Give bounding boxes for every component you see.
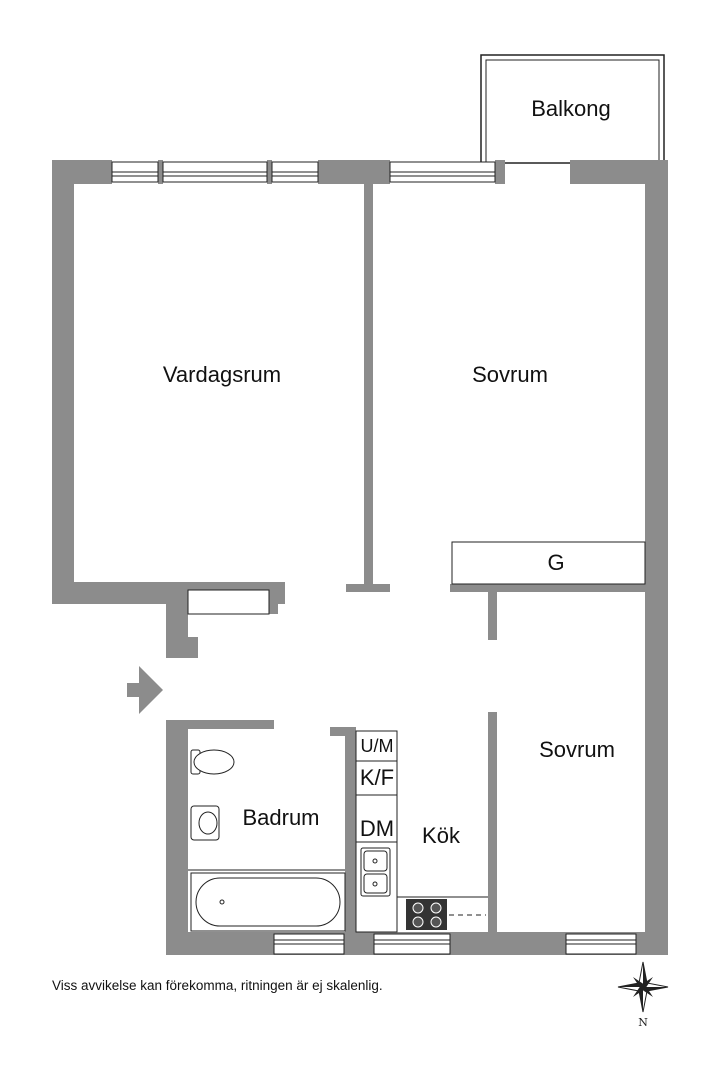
sink-double-icon: [360, 847, 391, 897]
windows: [111, 161, 637, 955]
toilet-icon: [190, 749, 235, 775]
hall-wardrobe: [187, 589, 270, 615]
compass-rose-icon: [617, 961, 669, 1013]
bedroom-2-label: Sovrum: [539, 737, 615, 762]
disclaimer-note: Viss avvikelse kan förekomma, ritningen …: [52, 978, 383, 993]
sink-icon: [190, 805, 220, 841]
bathtub-icon: [188, 869, 346, 932]
bathroom-label: Badrum: [242, 805, 319, 830]
dishwasher-label: DM: [360, 816, 394, 841]
stove-icon: [406, 899, 447, 930]
fridge-freezer-label: K/F: [360, 765, 394, 790]
living-room-label: Vardagsrum: [163, 362, 281, 387]
bedroom-1-label: Sovrum: [472, 362, 548, 387]
balcony: [480, 54, 665, 164]
walls: [52, 160, 668, 955]
entrance-arrow-icon: [127, 666, 163, 714]
balcony-label: Balkong: [531, 96, 611, 121]
closet-g-label: G: [547, 550, 564, 575]
compass-north-label: N: [638, 1016, 648, 1029]
closet-g: [451, 541, 646, 585]
kitchen-label: Kök: [422, 823, 461, 848]
washer-dryer-label: U/M: [361, 736, 394, 756]
